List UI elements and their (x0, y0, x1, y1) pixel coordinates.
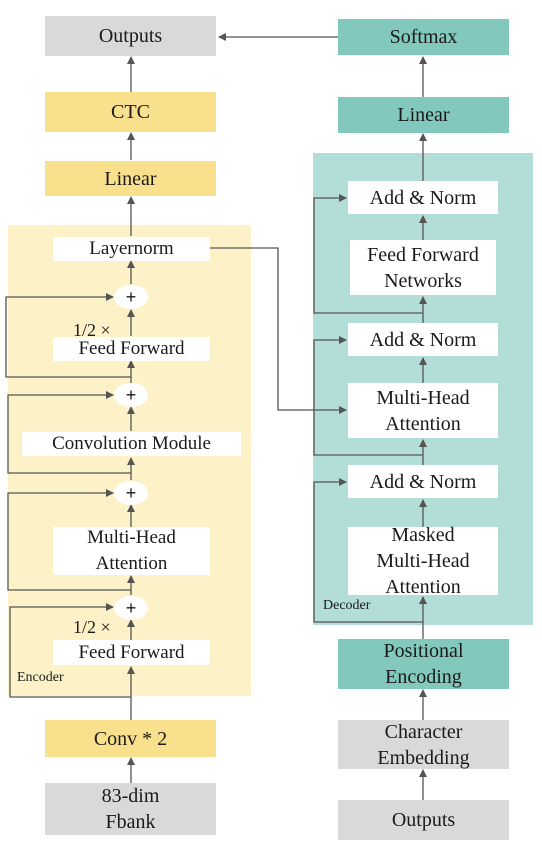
linear-box-left: Linear (45, 161, 216, 196)
ctc-box: CTC (45, 92, 216, 132)
add-norm-top-box: Add & Norm (348, 181, 498, 214)
feed-forward-top-box: Feed Forward (53, 337, 210, 361)
outputs-box-bottom: Outputs (338, 800, 509, 840)
softmax-box: Softmax (338, 19, 509, 55)
encoder-label: Encoder (17, 670, 64, 685)
character-embedding-box: Character Embedding (338, 720, 509, 769)
multi-head-attention-decoder-box: Multi-Head Attention (348, 383, 498, 438)
layernorm-box: Layernorm (53, 237, 210, 261)
conv-box: Conv * 2 (45, 720, 216, 757)
residual-add-1: + (114, 285, 148, 309)
add-norm-bottom-box: Add & Norm (348, 465, 498, 498)
positional-encoding-box: Positional Encoding (338, 639, 509, 689)
decoder-label: Decoder (323, 598, 371, 613)
residual-add-2: + (114, 383, 148, 407)
outputs-box-top: Outputs (45, 16, 216, 56)
convolution-module-box: Convolution Module (22, 432, 241, 456)
linear-box-right: Linear (338, 97, 509, 133)
fbank-box: 83-dim Fbank (45, 783, 216, 835)
masked-multi-head-attention-box: Masked Multi-Head Attention (348, 524, 498, 598)
half-scale-bottom: 1/2 × (73, 617, 111, 637)
feed-forward-networks-box: Feed Forward Networks (350, 240, 496, 295)
feed-forward-bottom-box: Feed Forward (53, 640, 210, 665)
residual-add-3: + (114, 481, 148, 505)
add-norm-mid-box: Add & Norm (348, 323, 498, 356)
residual-add-4: + (114, 596, 148, 620)
multi-head-attention-encoder-box: Multi-Head Attention (53, 527, 210, 575)
